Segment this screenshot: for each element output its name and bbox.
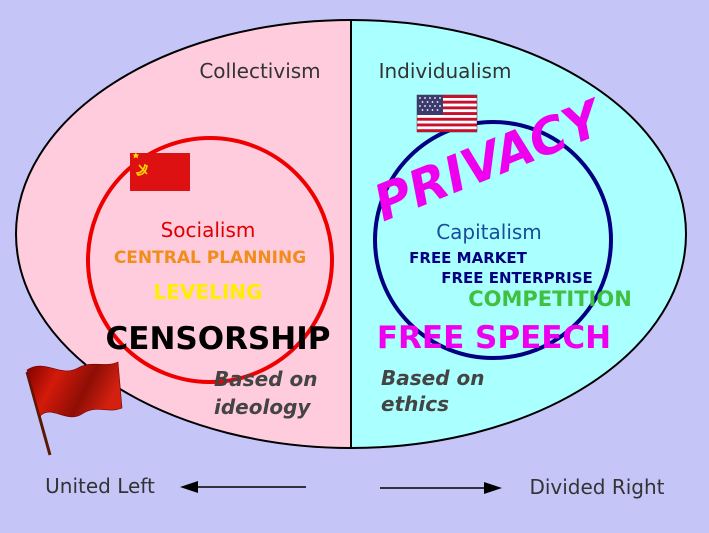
collectivism-heading: Collectivism <box>199 59 320 83</box>
individualism-heading: Individualism <box>379 59 512 83</box>
socialism-label: Socialism <box>161 218 256 242</box>
divided-right-label: Divided Right <box>529 475 664 499</box>
capitalism-label: Capitalism <box>436 220 542 244</box>
censorship-banner: CENSORSHIP <box>106 321 331 357</box>
socialism-circle <box>86 136 334 384</box>
free-speech-banner: FREE SPEECH <box>377 320 611 356</box>
leveling-label: LEVELING <box>154 280 263 304</box>
capitalism-circle <box>373 120 613 360</box>
soviet-flag-icon <box>130 152 190 191</box>
competition-label: COMPETITION <box>468 287 632 311</box>
left-basis-line1: Based on <box>214 367 317 391</box>
red-flag-icon <box>25 361 123 456</box>
free-enterprise-label: FREE ENTERPRISE <box>441 269 593 287</box>
left-half <box>16 20 351 448</box>
us-flag-icon <box>416 94 478 133</box>
central-planning-label: CENTRAL PLANNING <box>114 248 306 268</box>
free-market-label: FREE MARKET <box>409 249 527 267</box>
left-arrow <box>180 481 306 493</box>
left-basis-line2: ideology <box>214 395 311 419</box>
right-basis-line1: Based on <box>381 366 484 390</box>
right-basis-line2: ethics <box>381 392 449 416</box>
right-arrow <box>380 482 502 494</box>
united-left-label: United Left <box>45 474 155 498</box>
